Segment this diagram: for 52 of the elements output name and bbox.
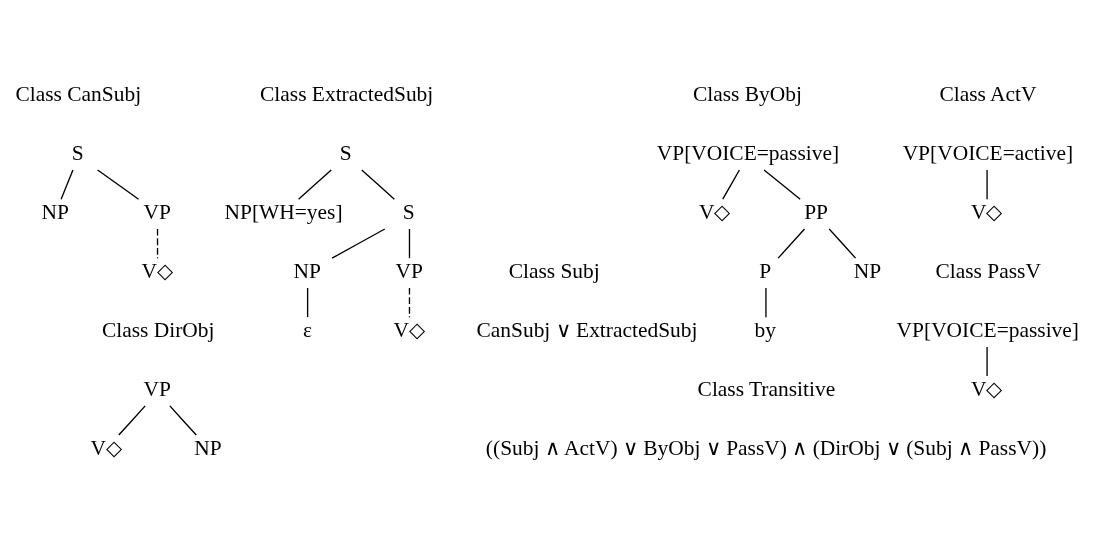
node-text: ε bbox=[302, 318, 312, 343]
connector bbox=[763, 169, 801, 200]
node-text: VP[VOICE=passive] bbox=[896, 318, 1079, 343]
connector bbox=[986, 346, 988, 377]
connector bbox=[986, 169, 988, 200]
label: Class CanSubj bbox=[15, 82, 142, 107]
connector bbox=[777, 228, 806, 259]
label: Class ActV bbox=[939, 82, 1037, 107]
connector bbox=[722, 169, 741, 200]
node-text: VP[VOICE=passive] bbox=[656, 141, 840, 166]
node-text: NP bbox=[853, 259, 882, 284]
label: Class DirObj bbox=[101, 318, 215, 343]
connector bbox=[169, 405, 197, 436]
node-text: V◇ bbox=[698, 200, 731, 225]
label: Class Subj bbox=[508, 259, 600, 284]
node-text: NP bbox=[194, 435, 222, 460]
label: CanSubj ∨ ExtractedSubj bbox=[476, 318, 698, 343]
node-text: PP bbox=[804, 200, 828, 225]
node-text: VP bbox=[395, 259, 423, 284]
connector bbox=[60, 169, 74, 200]
node-text: S bbox=[339, 141, 352, 166]
node-text: V◇ bbox=[970, 200, 1003, 225]
connector bbox=[331, 228, 386, 259]
connector bbox=[118, 405, 146, 436]
node-text: VP bbox=[143, 200, 171, 225]
node-text: S bbox=[71, 141, 84, 166]
node-text: S bbox=[402, 200, 415, 225]
node-text: VP bbox=[143, 377, 171, 402]
node-text: NP bbox=[41, 200, 70, 225]
node-text: P bbox=[759, 259, 772, 284]
node-text: V◇ bbox=[393, 318, 425, 343]
connector bbox=[408, 228, 411, 259]
node-text: V◇ bbox=[970, 377, 1003, 402]
node-text: NP bbox=[293, 259, 321, 284]
label: Class PassV bbox=[935, 259, 1041, 284]
connector bbox=[361, 169, 396, 200]
node-text: VP[VOICE=active] bbox=[902, 141, 1074, 166]
connector bbox=[306, 287, 309, 318]
connector bbox=[765, 287, 767, 318]
node-text: V◇ bbox=[90, 435, 122, 460]
node-text: NP[WH=yes] bbox=[224, 200, 343, 225]
label: Class ByObj bbox=[692, 82, 802, 107]
node-text: V◇ bbox=[141, 259, 173, 284]
node-text: by bbox=[754, 318, 776, 343]
connector bbox=[96, 169, 140, 200]
connector bbox=[828, 228, 857, 259]
connector bbox=[156, 228, 159, 259]
label: Class Transitive bbox=[697, 377, 836, 402]
label: Class ExtractedSubj bbox=[260, 82, 434, 107]
label: ((Subj ∧ ActV) ∨ ByObj ∨ PassV) ∧ (DirObj ∨ (Subj ∧ PassV)) bbox=[485, 435, 1047, 460]
connector bbox=[297, 169, 332, 200]
connector bbox=[408, 287, 411, 318]
